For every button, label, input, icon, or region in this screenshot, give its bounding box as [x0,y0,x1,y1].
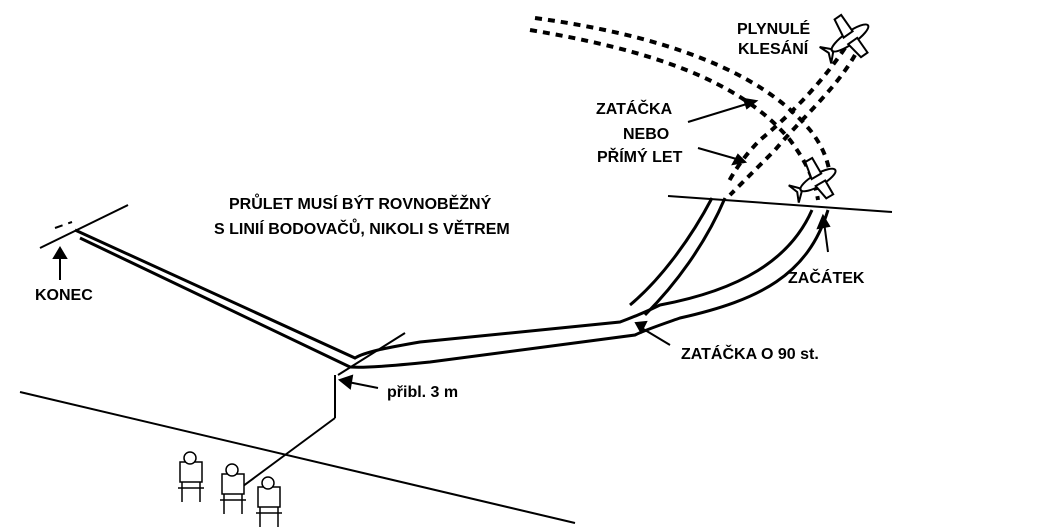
mid-gate-line [337,332,406,376]
start-line [667,195,893,213]
label-descent-1: PLYNULÉ [737,19,811,38]
label-end: KONEC [35,287,93,304]
label-turn-90: ZATÁČKA O 90 st. [681,344,819,363]
judges-ground-line [19,391,576,524]
end-gate [39,204,129,249]
label-descent-2: KLESÁNÍ [738,39,809,58]
label-turn-2: NEBO [623,126,669,143]
label-parallel-1: PRŮLET MUSÍ BÝT ROVNOBĚŽNÝ [229,193,492,213]
label-parallel-2: S LINIÍ BODOVAČŮ, NIKOLI S VĚTREM [214,218,510,238]
label-turn-1: ZATÁČKA [596,99,673,118]
label-start: ZAČÁTEK [788,268,865,287]
label-distance: přibl. 3 m [387,384,458,401]
arrow-icon [52,97,831,390]
label-turn-3: PŘÍMÝ LET [597,147,683,166]
airplane-icon [788,156,837,203]
distance-marker [234,375,336,493]
judge-icon [178,451,282,527]
airplane-icon [819,13,870,64]
